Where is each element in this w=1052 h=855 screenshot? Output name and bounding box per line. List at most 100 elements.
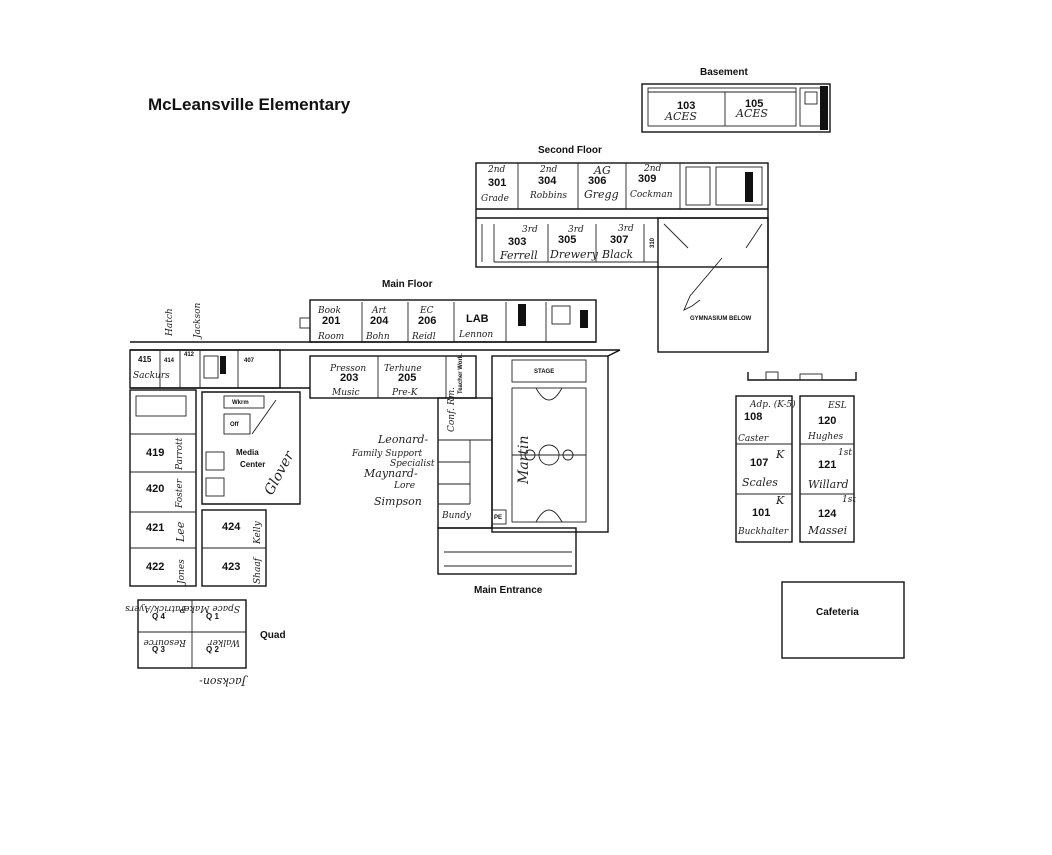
room-304-number: 304 xyxy=(538,175,557,187)
hatch-note: Hatch xyxy=(165,308,175,337)
room-414-number: 414 xyxy=(164,358,175,364)
room-121-number: 121 xyxy=(818,459,836,471)
room-419-number: 419 xyxy=(146,447,164,459)
lab-number: LAB xyxy=(466,313,489,325)
quad-q3-note: Resource xyxy=(143,637,187,647)
room-301-number: 301 xyxy=(488,177,506,189)
quad-block xyxy=(137,599,247,669)
basement-block xyxy=(641,83,831,133)
gymnasium-below-label: GYMNASIUM BELOW xyxy=(690,316,752,322)
room-101-number: 101 xyxy=(752,507,770,519)
quad-bottom-note: Jackson- xyxy=(199,675,248,688)
room-303-note: Ferrell xyxy=(499,249,538,262)
quad-q1-note: Space Maker xyxy=(179,603,240,613)
room-306-top: AG xyxy=(593,164,611,177)
room-415-note: Sackurs xyxy=(133,371,170,381)
room-203-top: Presson xyxy=(329,364,366,374)
office-note-lore: Lore xyxy=(393,481,415,491)
room-204-top: Art xyxy=(371,306,387,316)
room-204-note: Bohn xyxy=(365,332,390,342)
room-107-number: 107 xyxy=(750,457,768,469)
main-floor-label: Main Floor xyxy=(382,279,433,290)
room-309-top: 2nd xyxy=(643,164,662,174)
room-108-number: 108 xyxy=(744,411,762,423)
room-124-top: 1st xyxy=(842,495,856,505)
room-107-note: Scales xyxy=(742,476,778,489)
room-307-note: Black xyxy=(601,248,633,261)
room-304-top: 2nd xyxy=(539,165,558,175)
room-422-note: Jones xyxy=(177,559,187,586)
room-206-note: Reidl xyxy=(411,332,436,342)
office-note-simpson: Simpson xyxy=(374,495,422,508)
room-305-top: 3rd xyxy=(568,225,584,235)
room-304-note: Robbins xyxy=(529,191,567,201)
room-420-note: Foster xyxy=(175,478,185,509)
quad-q2-note: Walker xyxy=(208,637,240,647)
room-422-number: 422 xyxy=(146,561,164,573)
lab-note: Lennon xyxy=(458,330,493,340)
room-120-note: Hughes xyxy=(807,432,844,442)
media-center-label-1: Media xyxy=(236,448,259,457)
room-424-number: 424 xyxy=(222,521,241,533)
office-note-maynard: Maynard- xyxy=(363,467,418,480)
room-421-number: 421 xyxy=(146,522,164,534)
media-workroom-label: Wkrm xyxy=(232,400,249,406)
room-121-note: Willard xyxy=(808,478,849,491)
room-120-top: ESL xyxy=(827,401,847,411)
room-204-number: 204 xyxy=(370,315,389,327)
room-103-number: 103 xyxy=(677,100,695,112)
room-421-note: Lee xyxy=(174,521,187,543)
room-423-number: 423 xyxy=(222,561,240,573)
room-121-top: 1st xyxy=(838,448,852,458)
gym-note-martin: Martin xyxy=(516,436,532,486)
office-note-leonard: Leonard- xyxy=(377,433,428,446)
quad-q1-number: Q 1 xyxy=(206,612,219,621)
room-419-note: Parrott xyxy=(175,437,185,471)
room-201-top: Book xyxy=(317,306,341,316)
page-title: McLeansville Elementary xyxy=(148,95,351,114)
room-205-number: 205 xyxy=(398,372,416,384)
room-206-number: 206 xyxy=(418,315,436,327)
room-420-number: 420 xyxy=(146,483,164,495)
office-note-specialist: Specialist xyxy=(390,459,435,469)
room-424-note: Kelly xyxy=(253,520,263,545)
basement-label: Basement xyxy=(700,67,748,78)
jackson-note: Jackson xyxy=(193,302,203,340)
room-107-tag: K xyxy=(775,448,785,461)
room-101-note: Buckhalter xyxy=(737,527,789,537)
room-206-top: EC xyxy=(419,306,434,316)
quad-q4-number: Q 4 xyxy=(152,612,165,621)
room-203-number: 203 xyxy=(340,372,358,384)
room-201-note: Room xyxy=(317,332,344,342)
media-center-note: Glover xyxy=(261,448,298,498)
room-309-number: 309 xyxy=(638,173,656,185)
room-307-number: 307 xyxy=(610,234,628,246)
room-124-number: 124 xyxy=(818,508,837,520)
room-120-number: 120 xyxy=(818,415,836,427)
room-305-number: 305 xyxy=(558,234,576,246)
second-floor-block xyxy=(475,162,769,268)
cafeteria-label: Cafeteria xyxy=(816,607,859,618)
room-301-note: Grade xyxy=(481,194,509,204)
room-108-top: Adp. (K-5) xyxy=(749,399,796,410)
pe-label: PE xyxy=(494,515,502,521)
room-105-note: ACES xyxy=(735,107,768,120)
room-303-number: 303 xyxy=(508,236,526,248)
media-center-label-2: Center xyxy=(240,460,265,469)
room-201-number: 201 xyxy=(322,315,340,327)
room-301-top: 2nd xyxy=(487,165,506,175)
quad-q2-number: Q 2 xyxy=(206,645,219,654)
room-205-top: Terhune xyxy=(384,364,422,374)
room-415-number: 415 xyxy=(138,355,152,364)
room-105-number: 105 xyxy=(745,98,763,110)
room-205-note: Pre-K xyxy=(391,388,419,398)
second-floor-label: Second Floor xyxy=(538,145,602,156)
room-307-top: 3rd xyxy=(618,224,634,234)
room-101-tag: K xyxy=(775,494,785,507)
gymnasium-outline xyxy=(657,217,769,353)
office-note-bundy: Bundy xyxy=(441,511,472,521)
teacher-workroom-label: Teacher Work. xyxy=(458,353,464,394)
room-306-number: 306 xyxy=(588,175,606,187)
east-wing-block xyxy=(735,371,857,543)
